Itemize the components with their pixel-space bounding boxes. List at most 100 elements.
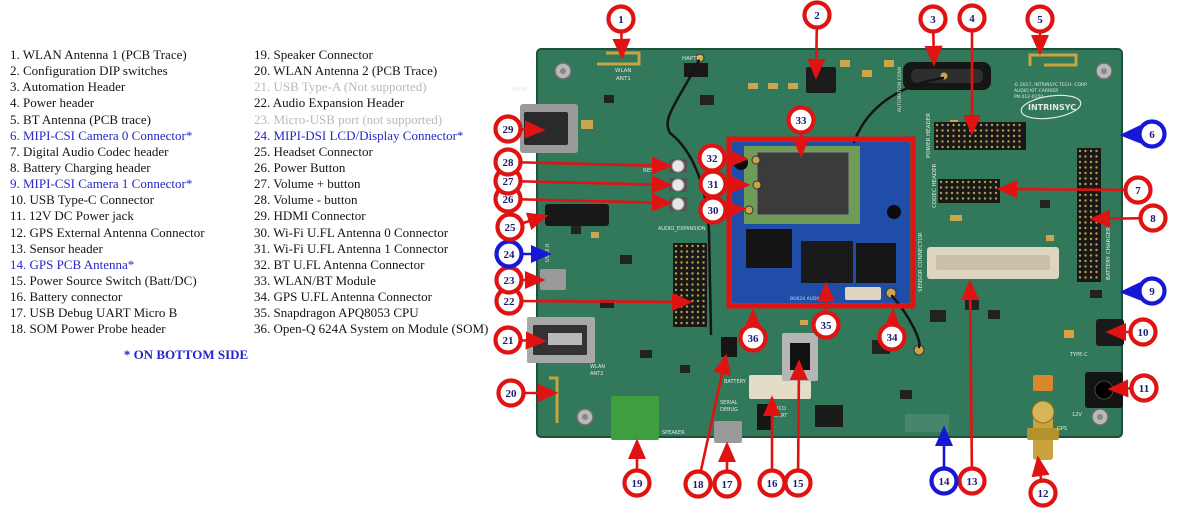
callout-number: 20 xyxy=(506,388,518,400)
legend-item: 19. Speaker Connector xyxy=(254,47,373,62)
legend-item: 17. USB Debug UART Micro B xyxy=(10,305,178,321)
callout-number: 22 xyxy=(504,296,516,308)
silkscreen-label: AUDIO_EXPANSION xyxy=(658,226,706,232)
callout-arrow xyxy=(508,292,693,311)
silkscreen-label: SPEAKER xyxy=(662,430,685,436)
callout-circle xyxy=(1128,317,1158,347)
callout-number: 3 xyxy=(930,14,936,26)
legend-item: 16. Battery connector xyxy=(10,289,123,305)
smd-component xyxy=(988,310,1000,319)
callout-circle xyxy=(1129,373,1159,403)
silkscreen-label: CODEC HEADER xyxy=(932,163,938,208)
smd-component xyxy=(1040,200,1050,208)
board-part xyxy=(548,333,582,345)
board-part xyxy=(611,396,659,440)
callout-circle xyxy=(712,469,742,499)
callout-arrow xyxy=(507,193,673,212)
silkscreen-label: ANT1 xyxy=(616,76,631,82)
callout-number: 28 xyxy=(503,157,515,169)
legend-item: 25. Headset Connector xyxy=(254,143,373,159)
silkscreen-label: AUDIO KIT CARRIER xyxy=(1014,88,1058,94)
board-part xyxy=(751,155,761,165)
legend-item: 36. Open-Q 624A System on Module (SOM) xyxy=(254,321,489,337)
silkscreen-label: GPS xyxy=(1057,426,1067,432)
callout-number: 36 xyxy=(748,333,760,345)
callout-circle xyxy=(1138,203,1168,233)
legend-item: 4. Power header xyxy=(10,95,95,111)
callout-circle xyxy=(493,114,523,144)
callout-number: 10 xyxy=(1138,327,1150,339)
smd-component xyxy=(900,390,912,399)
callout-number: 2 xyxy=(814,10,820,22)
silkscreen-label: RESET xyxy=(643,168,661,174)
callout-number: 13 xyxy=(967,476,979,488)
antenna-trace xyxy=(549,376,559,423)
callout-number: 32 xyxy=(707,153,719,165)
smd-component xyxy=(1064,330,1074,338)
silkscreen-label: AUTOMATION CONN xyxy=(897,67,903,112)
callout-circle xyxy=(786,105,816,135)
smd-component xyxy=(862,70,872,77)
board-part xyxy=(806,67,836,93)
callout-circle xyxy=(495,212,525,242)
callout-number: 7 xyxy=(1135,185,1141,197)
callout-number: 26 xyxy=(503,194,515,206)
smd-component xyxy=(1090,290,1102,298)
legend-item: 15. Power Source Switch (Batt/DC) xyxy=(10,272,197,288)
smd-component xyxy=(571,220,581,234)
board-part xyxy=(746,229,792,268)
board-part xyxy=(714,421,742,443)
callout-number: 31 xyxy=(708,179,719,191)
smd-component xyxy=(581,120,593,129)
callout-circle xyxy=(1137,119,1167,149)
board-part xyxy=(905,414,949,432)
callout-circle xyxy=(1025,4,1055,34)
silkscreen-label: BO624 AUDIO KIT xyxy=(790,296,830,302)
legend-item: 14. GPS PCB Antenna* xyxy=(10,256,135,272)
board-part xyxy=(756,151,850,216)
silkscreen-label: PN 012-0150 xyxy=(1014,94,1043,100)
board-part xyxy=(1033,375,1053,391)
board-part xyxy=(540,269,566,290)
silkscreen-label: POWER HEADER xyxy=(926,113,932,158)
board-part xyxy=(757,404,771,430)
board-part xyxy=(815,405,843,427)
board-part xyxy=(744,205,754,215)
antenna-cable xyxy=(852,76,945,144)
smd-component xyxy=(680,365,690,373)
callout-number: 27 xyxy=(503,176,515,188)
silkscreen-label: HAPTIC xyxy=(682,56,702,62)
callout-number: 33 xyxy=(796,115,808,127)
board-part xyxy=(545,204,609,226)
callout-circle xyxy=(802,0,832,30)
smd-component xyxy=(950,215,962,221)
pin-header xyxy=(673,243,707,327)
smd-component xyxy=(800,320,808,325)
board-part xyxy=(936,255,1050,270)
legend-item: 3. Automation Header xyxy=(10,79,126,95)
callout-arrow xyxy=(996,180,1139,199)
legend-item: 33. WLAN/BT Module xyxy=(254,272,376,288)
smd-component xyxy=(748,83,758,89)
board-part xyxy=(887,205,901,219)
callout-circle xyxy=(918,4,948,34)
legend-item: 21. USB Type-A (Not supported) xyxy=(254,79,427,95)
board-part xyxy=(1027,428,1059,440)
callout-number: 12 xyxy=(1038,488,1050,500)
board-part xyxy=(752,180,762,190)
callout-circle xyxy=(683,469,713,499)
legend-item: 20. WLAN Antenna 2 (PCB Trace) xyxy=(254,63,438,79)
board-part xyxy=(671,197,685,211)
legend-item: 34. GPS U.FL Antenna Connector xyxy=(254,289,432,305)
board-part xyxy=(721,337,737,357)
callout-circle xyxy=(957,3,987,33)
callout-circle xyxy=(811,310,841,340)
callout-arrow xyxy=(789,359,808,484)
legend-item: 22. Audio Expansion Header xyxy=(254,95,405,111)
callout-number: 5 xyxy=(1037,14,1043,26)
callout-number: 24 xyxy=(504,249,516,261)
callout-number: 11 xyxy=(1139,383,1149,395)
smd-component xyxy=(1046,235,1054,241)
silkscreen-label: SENSOR CONNECTOR xyxy=(918,232,924,292)
